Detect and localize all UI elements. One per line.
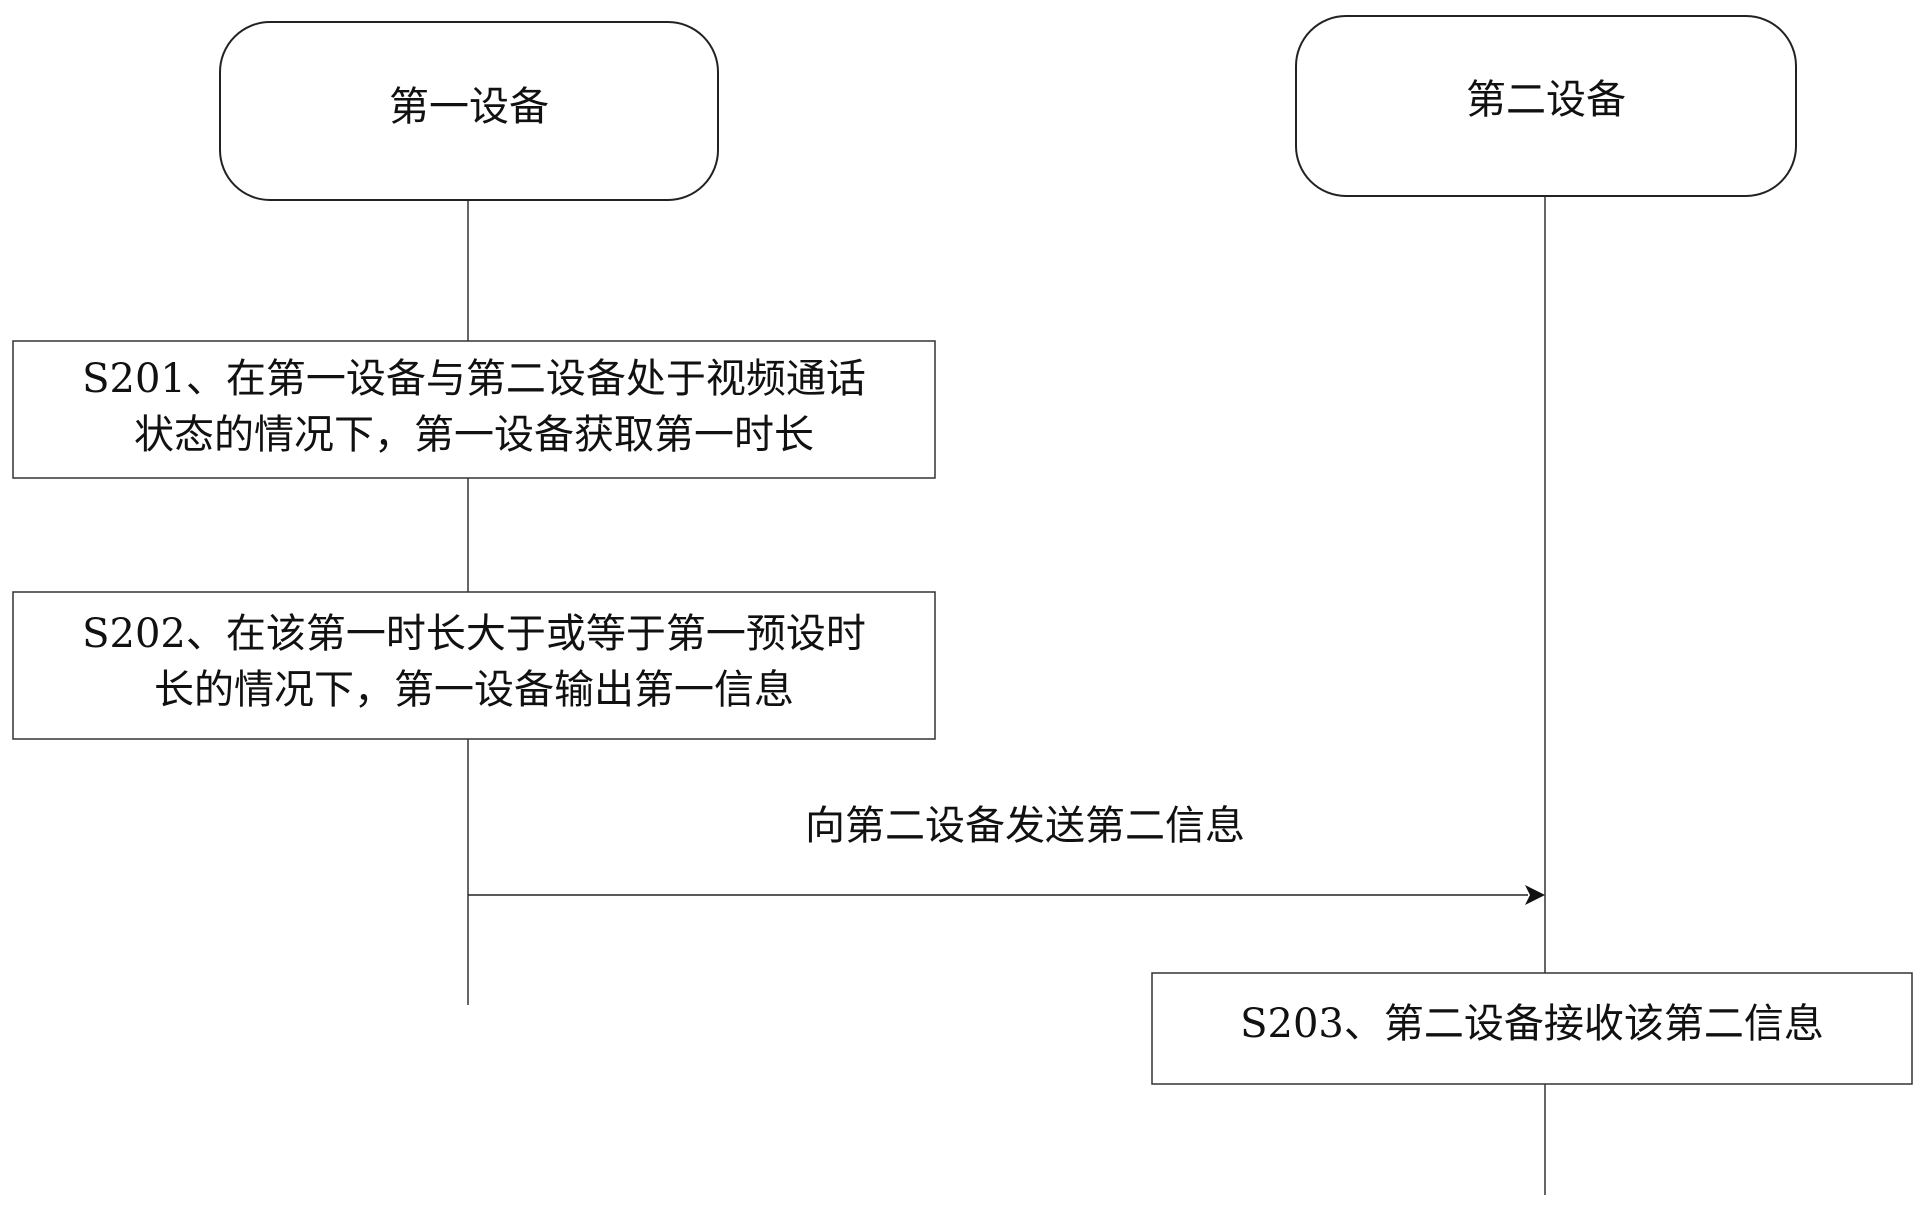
step-s201-line1: S201、在第一设备与第二设备处于视频通话 xyxy=(82,356,866,402)
step-s201-line2: 状态的情况下，第一设备获取第一时长 xyxy=(134,412,814,458)
second-device-actor: 第二设备 xyxy=(1295,15,1797,197)
step-s201: S201、在第一设备与第二设备处于视频通话 状态的情况下，第一设备获取第一时长 xyxy=(12,340,936,479)
step-s202: S202、在该第一时长大于或等于第一预设时 长的情况下，第一设备输出第一信息 xyxy=(12,591,936,740)
step-s203-box xyxy=(1151,972,1913,1085)
first-device-box xyxy=(219,21,719,201)
message-arrowhead-icon xyxy=(1525,885,1545,905)
first-device-label: 第一设备 xyxy=(389,84,549,130)
first-device-actor: 第一设备 xyxy=(219,21,719,201)
step-s201-box xyxy=(12,340,936,479)
step-s203-line1: S203、第二设备接收该第二信息 xyxy=(1240,1001,1824,1047)
step-s202-line1: S202、在该第一时长大于或等于第一预设时 xyxy=(82,611,866,657)
second-device-label: 第二设备 xyxy=(1466,77,1626,123)
message-send-second-info: 向第二设备发送第二信息 xyxy=(468,803,1545,905)
step-s203: S203、第二设备接收该第二信息 xyxy=(1151,972,1913,1085)
message-label: 向第二设备发送第二信息 xyxy=(805,803,1245,849)
step-s202-line2: 长的情况下，第一设备输出第一信息 xyxy=(154,667,794,713)
second-device-box xyxy=(1295,15,1797,197)
step-s202-box xyxy=(12,591,936,740)
